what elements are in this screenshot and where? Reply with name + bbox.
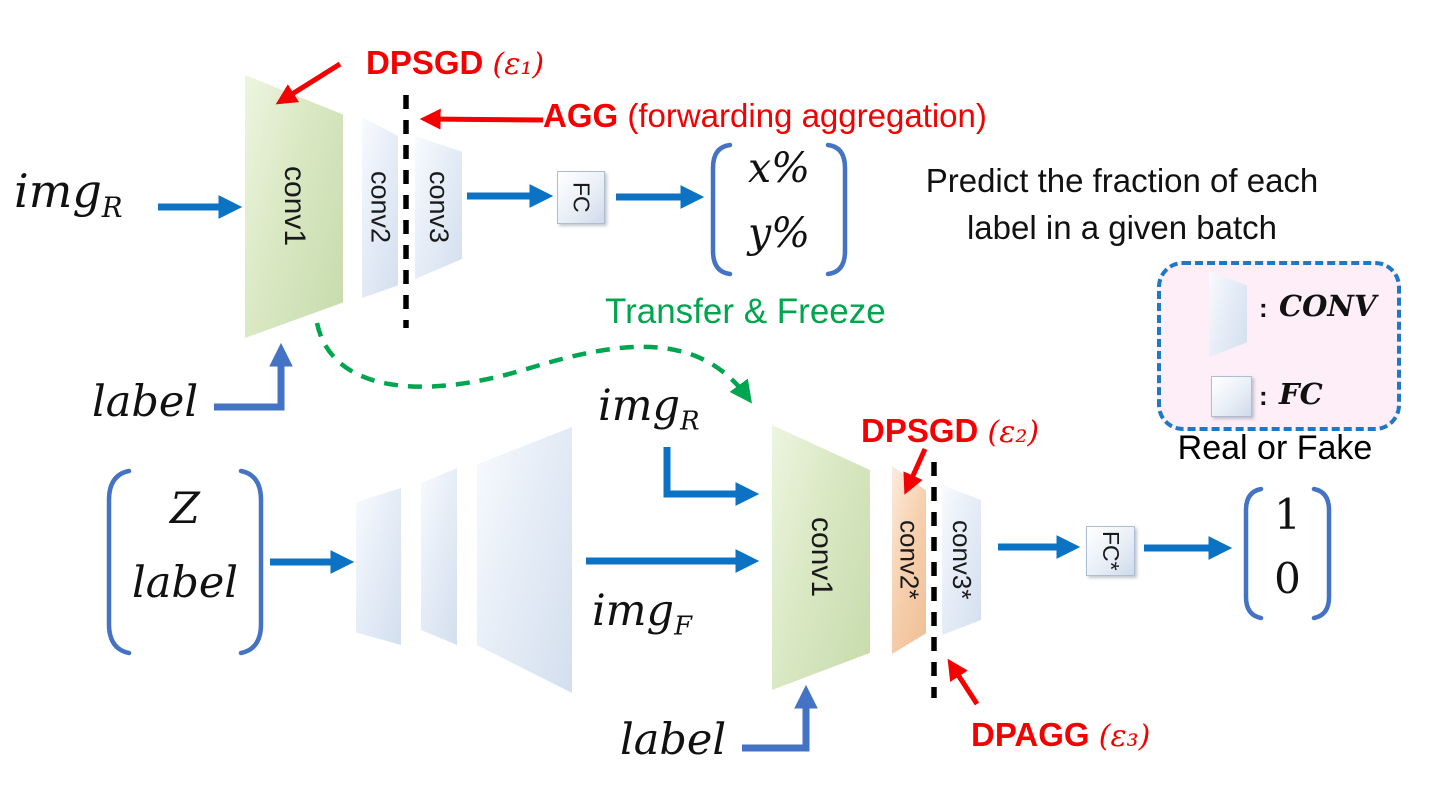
discriminator-conv2-label: conv2* <box>894 520 925 600</box>
output2-row-0: 0 <box>1274 554 1301 603</box>
classifier-conv2-label: conv2 <box>365 171 396 244</box>
arrow-dpagg-pointer <box>947 658 980 706</box>
dpagg-annotation: DPAGG (ε₃) <box>971 716 1150 754</box>
legend-conv-separator: : <box>1259 293 1268 323</box>
arrow-label-to-conv1 <box>214 342 293 411</box>
caption-line-1: Predict the fraction of each <box>925 162 1319 199</box>
generator-layer-1 <box>356 488 401 645</box>
output1-row-x: x% <box>747 144 811 192</box>
classifier-conv1-label: conv1 <box>278 166 311 247</box>
legend-conv-label: CONV <box>1279 289 1377 323</box>
dpsgd1-epsilon: (ε₁) <box>492 47 545 82</box>
arrow-imgR-to-dconv1 <box>663 447 760 506</box>
d-imgF-base: img <box>592 586 675 636</box>
d-imgF-sub: F <box>674 611 692 642</box>
d-imgR-sub: R <box>680 406 700 437</box>
generator-input-z: Z <box>170 484 200 534</box>
generator-input-label: label <box>131 558 239 608</box>
discriminator-conv1-layer: conv1 <box>772 425 870 690</box>
generator-layer-2 <box>421 468 457 645</box>
legend-conv-symbol <box>1209 271 1247 357</box>
dpagg-epsilon: (ε₃) <box>1098 719 1151 754</box>
arrow-agg-pointer <box>419 108 544 130</box>
discriminator-label-input: label <box>620 715 727 765</box>
classifier-conv3-layer: conv3 <box>415 136 462 279</box>
real-or-fake-label: Real or Fake <box>1177 429 1373 467</box>
discriminator-conv1-label: conv1 <box>805 517 838 598</box>
caption-line-2: label in a given batch <box>966 208 1278 246</box>
dpsgd2-name: DPSGD <box>861 412 979 449</box>
discriminator-fc-label: FC* <box>1098 531 1124 571</box>
discriminator-input-imgF: imgF <box>592 586 692 639</box>
dpagg-name: DPAGG <box>971 716 1090 753</box>
agg-description: (forwarding aggregation) <box>627 97 987 134</box>
classifier-conv3-label: conv3 <box>424 171 454 244</box>
discriminator-conv2-layer: conv2* <box>892 466 926 654</box>
output2-row-1: 1 <box>1274 490 1301 539</box>
agg-annotation: AGG (forwarding aggregation) <box>543 97 987 135</box>
imgR-base: img <box>14 164 102 218</box>
imgR-sub: R <box>101 191 123 225</box>
classifier-label-input: label <box>92 377 199 427</box>
discriminator-input-imgR: imgR <box>598 381 700 434</box>
generator-layer-3 <box>477 427 572 693</box>
transfer-freeze-label: Transfer & Freeze <box>605 292 886 331</box>
agg-name: AGG <box>543 97 619 134</box>
dpsgd1-name: DPSGD <box>366 44 484 81</box>
classifier-caption: Predict the fraction of each label in a … <box>862 158 1382 252</box>
dpsgd2-epsilon: (ε₂) <box>987 415 1040 450</box>
d-imgR-base: img <box>598 381 681 431</box>
classifier-conv2-layer: conv2 <box>362 117 398 298</box>
classifier-input-imgR: imgR <box>14 164 123 222</box>
legend-fc-label: FC <box>1279 377 1323 411</box>
classifier-fc-box: FC <box>557 171 605 224</box>
discriminator-conv3-layer: conv3* <box>942 485 981 635</box>
dpsgd2-annotation: DPSGD (ε₂) <box>861 412 1039 450</box>
discriminator-fc-box: FC* <box>1086 526 1135 576</box>
arrow-label-to-dconv1 <box>742 684 818 752</box>
legend: : CONV : FC <box>1157 261 1401 431</box>
classifier-fc-label: FC <box>568 182 595 213</box>
legend-fc-separator: : <box>1259 381 1268 411</box>
discriminator-conv3-label: conv3* <box>947 520 977 600</box>
output1-row-y: y% <box>747 209 811 257</box>
legend-fc-symbol <box>1211 376 1252 417</box>
classifier-conv1-layer: conv1 <box>245 75 343 338</box>
dpsgd1-annotation: DPSGD (ε₁) <box>366 44 544 82</box>
